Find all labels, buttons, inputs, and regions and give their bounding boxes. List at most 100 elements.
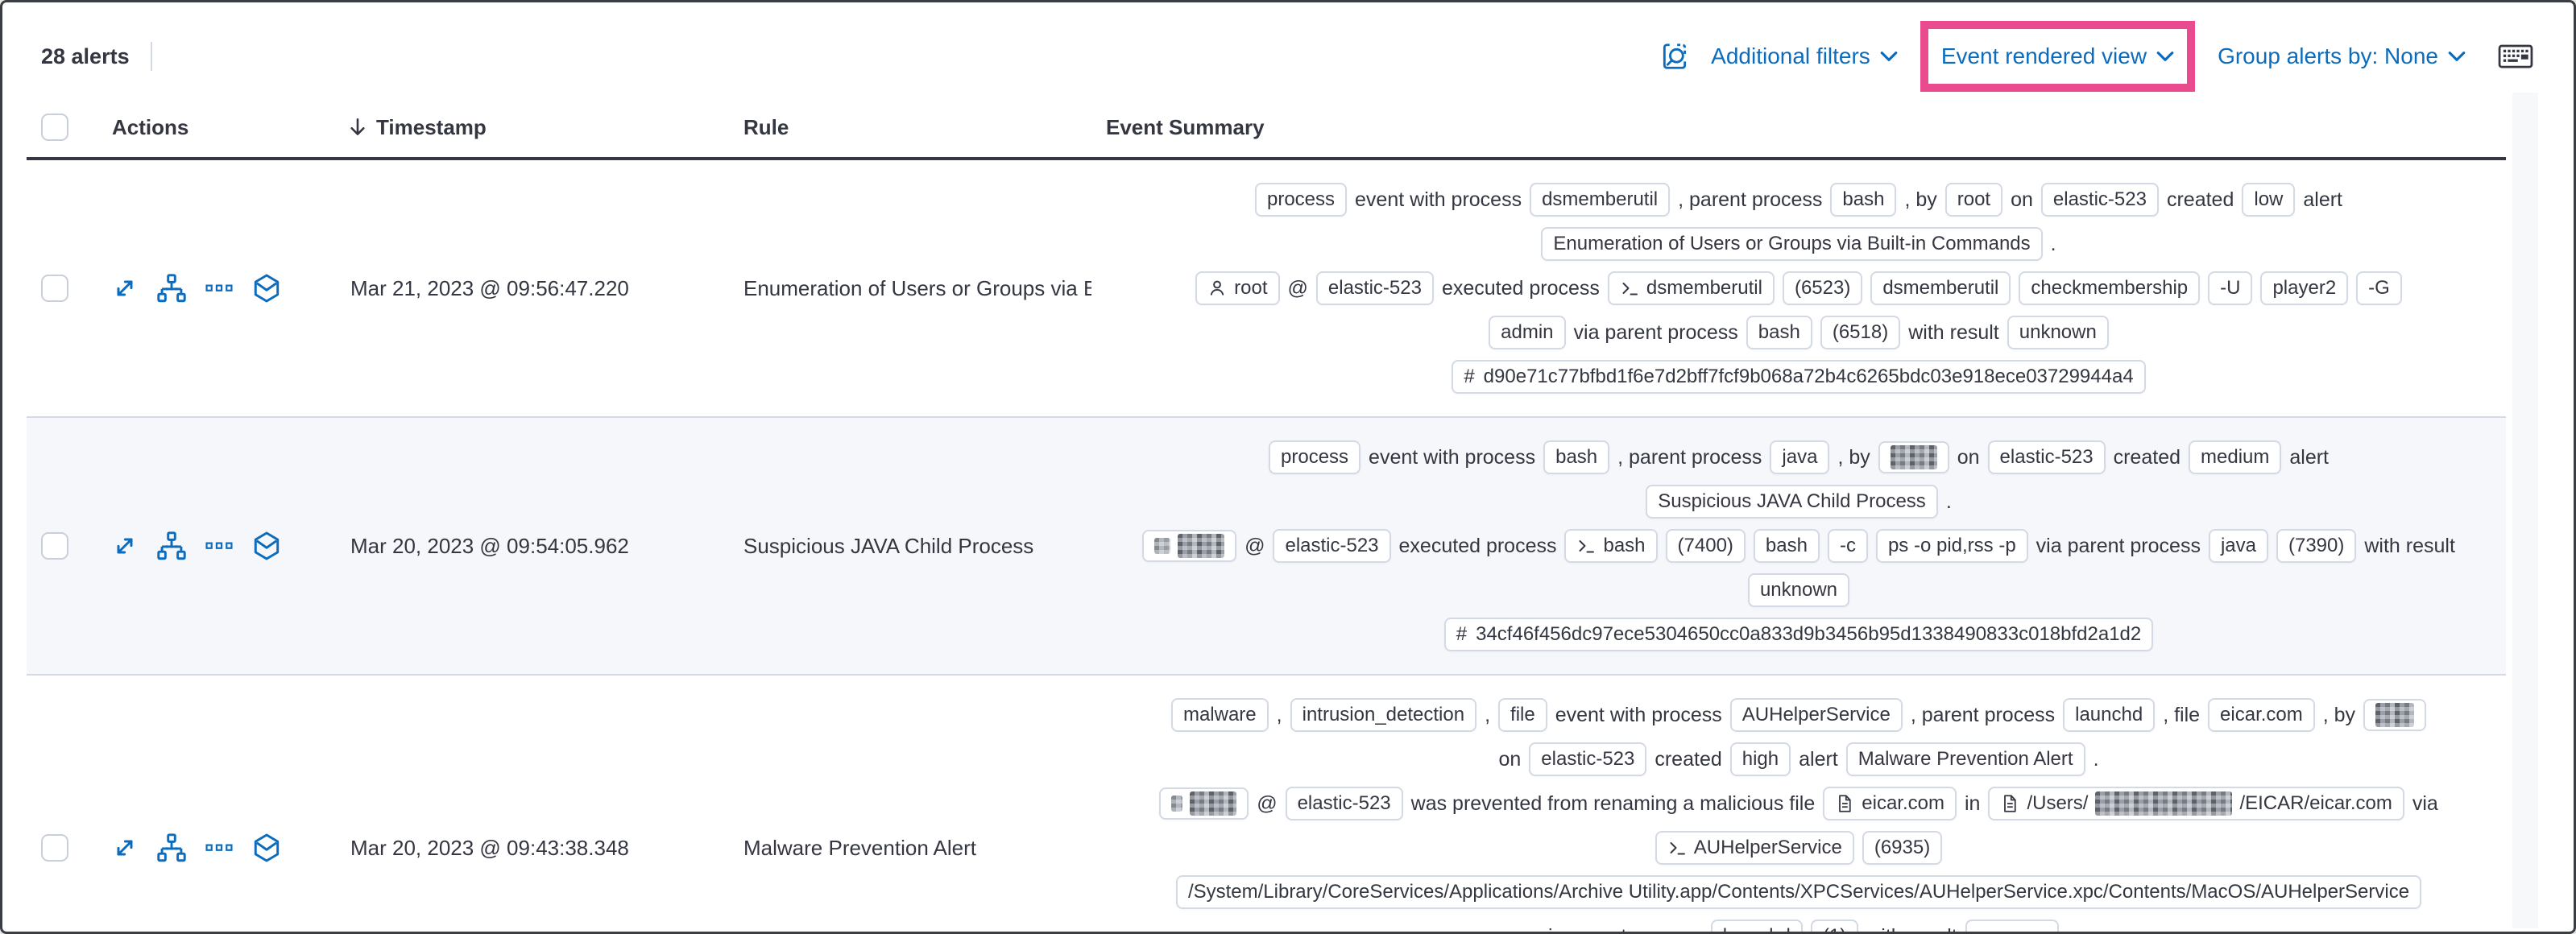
analyze-event-icon[interactable]: [157, 274, 186, 303]
badge-text: (6935): [1874, 837, 1931, 858]
event-field-badge[interactable]: process: [1269, 440, 1361, 474]
event-field-badge[interactable]: elastic-523: [1273, 529, 1391, 563]
event-field-badge[interactable]: unknown: [1747, 573, 1850, 607]
event-field-badge[interactable]: bash: [1746, 316, 1812, 349]
badge-text: bash: [1555, 446, 1598, 468]
event-field-badge[interactable]: java: [1770, 440, 1830, 474]
event-field-badge[interactable]: [2363, 699, 2427, 731]
event-field-badge[interactable]: success: [1965, 920, 2060, 932]
event-field-badge[interactable]: bash: [1543, 440, 1610, 474]
event-field-badge[interactable]: admin: [1489, 316, 1566, 349]
event-field-badge[interactable]: elastic-523: [1285, 787, 1403, 820]
more-actions-icon[interactable]: [205, 839, 233, 857]
select-all-checkbox[interactable]: [41, 114, 68, 141]
more-actions-icon[interactable]: [205, 279, 233, 297]
summary-line: Suspicious JAVA Child Process.: [1111, 485, 2487, 519]
event-field-badge[interactable]: -U: [2208, 271, 2253, 305]
event-field-badge[interactable]: /System/Library/CoreServices/Application…: [1175, 875, 2422, 909]
event-field-badge[interactable]: AUHelperService: [1729, 698, 1903, 732]
expand-alert-icon[interactable]: [112, 275, 138, 301]
event-field-badge[interactable]: high: [1729, 742, 1791, 776]
event-field-badge[interactable]: [1142, 530, 1237, 562]
event-field-badge[interactable]: launchd: [1710, 920, 1803, 932]
event-field-badge[interactable]: bash: [1830, 183, 1897, 217]
expand-alert-icon[interactable]: [112, 835, 138, 861]
summary-text: alert: [1799, 747, 1838, 771]
event-field-badge[interactable]: -c: [1827, 529, 1868, 563]
event-field-badge[interactable]: eicar.com: [1823, 787, 1957, 820]
event-field-badge[interactable]: (6523): [1782, 271, 1863, 305]
event-field-badge[interactable]: (7400): [1665, 529, 1746, 563]
event-field-badge[interactable]: root: [1195, 271, 1280, 305]
event-field-badge[interactable]: process: [1254, 183, 1348, 217]
event-field-badge[interactable]: [1878, 441, 1949, 473]
sort-down-icon: [350, 118, 365, 135]
event-field-badge[interactable]: checkmembership: [2019, 271, 2201, 305]
event-field-badge[interactable]: ps -o pid,rss -p: [1875, 529, 2028, 563]
event-field-badge[interactable]: [1159, 787, 1249, 820]
event-field-badge[interactable]: file: [1498, 698, 1547, 732]
header-event-summary-label: Event Summary: [1106, 114, 1265, 139]
vertical-scrollbar[interactable]: [2512, 93, 2538, 928]
event-field-badge[interactable]: unknown: [2007, 316, 2109, 349]
event-field-badge[interactable]: eicar.com: [2208, 698, 2315, 732]
session-viewer-icon[interactable]: [252, 531, 281, 560]
summary-text: with result: [2364, 534, 2455, 557]
event-field-badge[interactable]: (6518): [1820, 316, 1901, 349]
event-field-badge[interactable]: (7390): [2276, 529, 2357, 563]
summary-text: @: [1245, 534, 1265, 557]
header-timestamp[interactable]: Timestamp: [336, 115, 729, 140]
group-alerts-button[interactable]: Group alerts by: None: [2218, 43, 2466, 69]
toolbar-divider: [150, 42, 152, 71]
hash-badge[interactable]: #34cf46f456dc97ece5304650cc0a833d9b3456b…: [1443, 618, 2154, 651]
event-field-badge[interactable]: java: [2208, 529, 2268, 563]
event-field-badge[interactable]: bash: [1564, 529, 1658, 563]
event-field-badge[interactable]: (1): [1810, 920, 1859, 932]
event-field-badge[interactable]: (6935): [1862, 831, 1943, 865]
row-checkbox[interactable]: [41, 532, 68, 560]
row-actions: [96, 531, 336, 560]
analyze-event-icon[interactable]: [157, 833, 186, 862]
keyboard-icon[interactable]: [2498, 43, 2533, 69]
session-viewer-icon[interactable]: [252, 274, 281, 303]
event-field-badge[interactable]: medium: [2189, 440, 2282, 474]
row-timestamp: Mar 20, 2023 @ 09:43:38.348: [350, 835, 629, 860]
analyze-event-icon[interactable]: [157, 531, 186, 560]
summary-text: with result: [1866, 925, 1957, 932]
event-field-badge[interactable]: elastic-523: [1315, 271, 1434, 305]
event-field-badge[interactable]: bash: [1753, 529, 1820, 563]
badge-text: (6518): [1832, 321, 1889, 343]
event-field-badge[interactable]: elastic-523: [1529, 742, 1647, 776]
event-field-badge[interactable]: root: [1944, 183, 2003, 217]
event-field-badge[interactable]: elastic-523: [2040, 183, 2159, 217]
event-field-badge[interactable]: dsmemberutil: [1530, 183, 1671, 217]
inspect-icon[interactable]: [1659, 41, 1690, 72]
event-field-badge[interactable]: -G: [2356, 271, 2402, 305]
event-field-badge[interactable]: low: [2242, 183, 2296, 217]
event-field-badge[interactable]: dsmemberutil: [1607, 271, 1775, 305]
event-field-badge[interactable]: dsmemberutil: [1870, 271, 2011, 305]
event-field-badge[interactable]: Malware Prevention Alert: [1845, 742, 2085, 776]
hash-badge[interactable]: #d90e71c77bfbd1f6e7d2bff7fcf9b068a72b4c6…: [1452, 360, 2146, 394]
event-field-badge[interactable]: elastic-523: [1987, 440, 2106, 474]
badge-text: /EICAR/eicar.com: [2239, 792, 2392, 814]
event-field-badge[interactable]: Enumeration of Users or Groups via Built…: [1541, 227, 2043, 261]
view-selector-button[interactable]: Event rendered view: [1941, 43, 2174, 69]
additional-filters-button[interactable]: Additional filters: [1711, 43, 1898, 69]
badge-text: medium: [2201, 446, 2270, 468]
hash-icon: #: [1456, 623, 1468, 645]
event-field-badge[interactable]: launchd: [2063, 698, 2156, 732]
event-field-badge[interactable]: player2: [2260, 271, 2349, 305]
event-field-badge[interactable]: malware: [1170, 698, 1269, 732]
row-checkbox[interactable]: [41, 834, 68, 862]
event-field-badge[interactable]: Suspicious JAVA Child Process: [1646, 485, 1938, 519]
event-field-badge[interactable]: intrusion_detection: [1290, 698, 1477, 732]
event-field-badge[interactable]: /Users//EICAR/eicar.com: [1988, 787, 2404, 820]
event-field-badge[interactable]: AUHelperService: [1655, 831, 1854, 865]
expand-alert-icon[interactable]: [112, 533, 138, 559]
session-viewer-icon[interactable]: [252, 833, 281, 862]
row-checkbox[interactable]: [41, 275, 68, 302]
more-actions-icon[interactable]: [205, 537, 233, 555]
summary-text: was prevented from renaming a malicious …: [1410, 791, 1816, 815]
summary-text: , file: [2163, 703, 2201, 726]
